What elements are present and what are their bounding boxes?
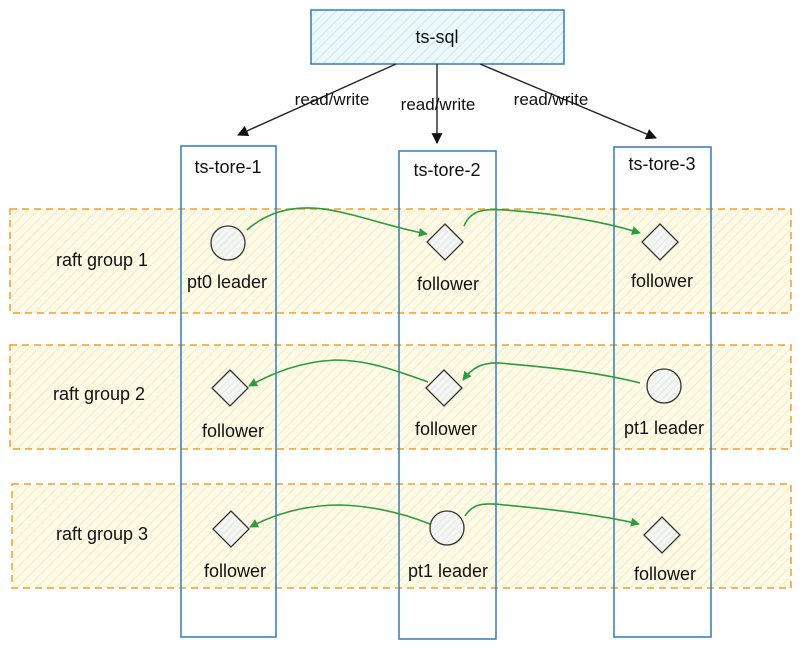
store-1-label: ts-tore-1 xyxy=(194,157,261,177)
store-1-box xyxy=(180,145,277,638)
store-column-2: ts-tore-2 xyxy=(398,150,497,640)
sql-node-label: ts-sql xyxy=(415,27,458,47)
raft-group-3-node-store-1: follower xyxy=(204,510,266,581)
raft-group-3-label: raft group 3 xyxy=(56,524,148,544)
leader-circle-icon xyxy=(210,225,246,261)
follower-diamond-icon xyxy=(425,369,463,407)
read-write-arrow-store-3 xyxy=(479,63,658,140)
follower-diamond-icon xyxy=(641,223,679,261)
node-role-label: pt1 leader xyxy=(408,561,488,581)
read-write-label-2: read/write xyxy=(401,95,476,114)
read-write-label-3: read/write xyxy=(514,90,589,109)
store-column-3: ts-tore-3 xyxy=(613,146,712,638)
replication-arrows xyxy=(246,207,641,528)
raft-group-2-node-store-1: follower xyxy=(202,369,264,441)
leader-circle-icon xyxy=(429,510,465,546)
read-write-arrows: read/write read/write read/write xyxy=(236,63,658,145)
replication-arrow-g3-leader-to-store3 xyxy=(464,503,640,527)
store-3-box xyxy=(613,146,712,638)
replication-arrow-g2-store3-to-store2 xyxy=(462,362,641,384)
raft-group-1-node-store-1: pt0 leader xyxy=(187,225,267,292)
read-write-arrow-store-1 xyxy=(236,63,397,136)
node-role-label: follower xyxy=(204,561,266,581)
node-role-label: follower xyxy=(415,419,477,439)
sql-node-box xyxy=(310,9,565,65)
replication-arrow-g1-store2-to-store3 xyxy=(463,208,641,235)
node-role-label: pt0 leader xyxy=(187,272,267,292)
raft-group-3-node-store-2: pt1 leader xyxy=(408,510,488,581)
node-role-label: follower xyxy=(417,274,479,294)
leader-circle-icon xyxy=(646,368,682,404)
raft-group-2-node-store-2: follower xyxy=(415,369,477,439)
raft-group-1-node-store-3: follower xyxy=(631,223,693,291)
sql-node: ts-sql xyxy=(310,9,565,65)
raft-group-2-label: raft group 2 xyxy=(53,384,145,404)
store-column-1: ts-tore-1 xyxy=(180,145,277,638)
raft-group-1-node-store-2: follower xyxy=(417,223,479,294)
follower-diamond-icon xyxy=(212,510,250,548)
replication-arrow-g1-leader-to-store2 xyxy=(246,207,428,237)
store-2-label: ts-tore-2 xyxy=(413,160,480,180)
node-role-label: pt1 leader xyxy=(624,418,704,438)
raft-group-2-node-store-3: pt1 leader xyxy=(624,368,704,438)
raft-group-1: raft group 1 xyxy=(9,208,792,314)
store-3-label: ts-tore-3 xyxy=(628,154,695,174)
replication-arrow-g3-leader-to-store1 xyxy=(249,504,431,528)
follower-diamond-icon xyxy=(211,369,249,407)
follower-diamond-icon xyxy=(426,223,464,261)
replication-arrow-g2-store2-to-store1 xyxy=(248,359,429,387)
raft-group-3-node-store-3: follower xyxy=(634,516,696,584)
read-write-label-1: read/write xyxy=(295,90,370,109)
store-2-box xyxy=(398,150,497,640)
node-role-label: follower xyxy=(631,271,693,291)
node-role-label: follower xyxy=(202,421,264,441)
raft-group-1-label: raft group 1 xyxy=(56,250,148,270)
node-role-label: follower xyxy=(634,564,696,584)
follower-diamond-icon xyxy=(643,516,681,554)
